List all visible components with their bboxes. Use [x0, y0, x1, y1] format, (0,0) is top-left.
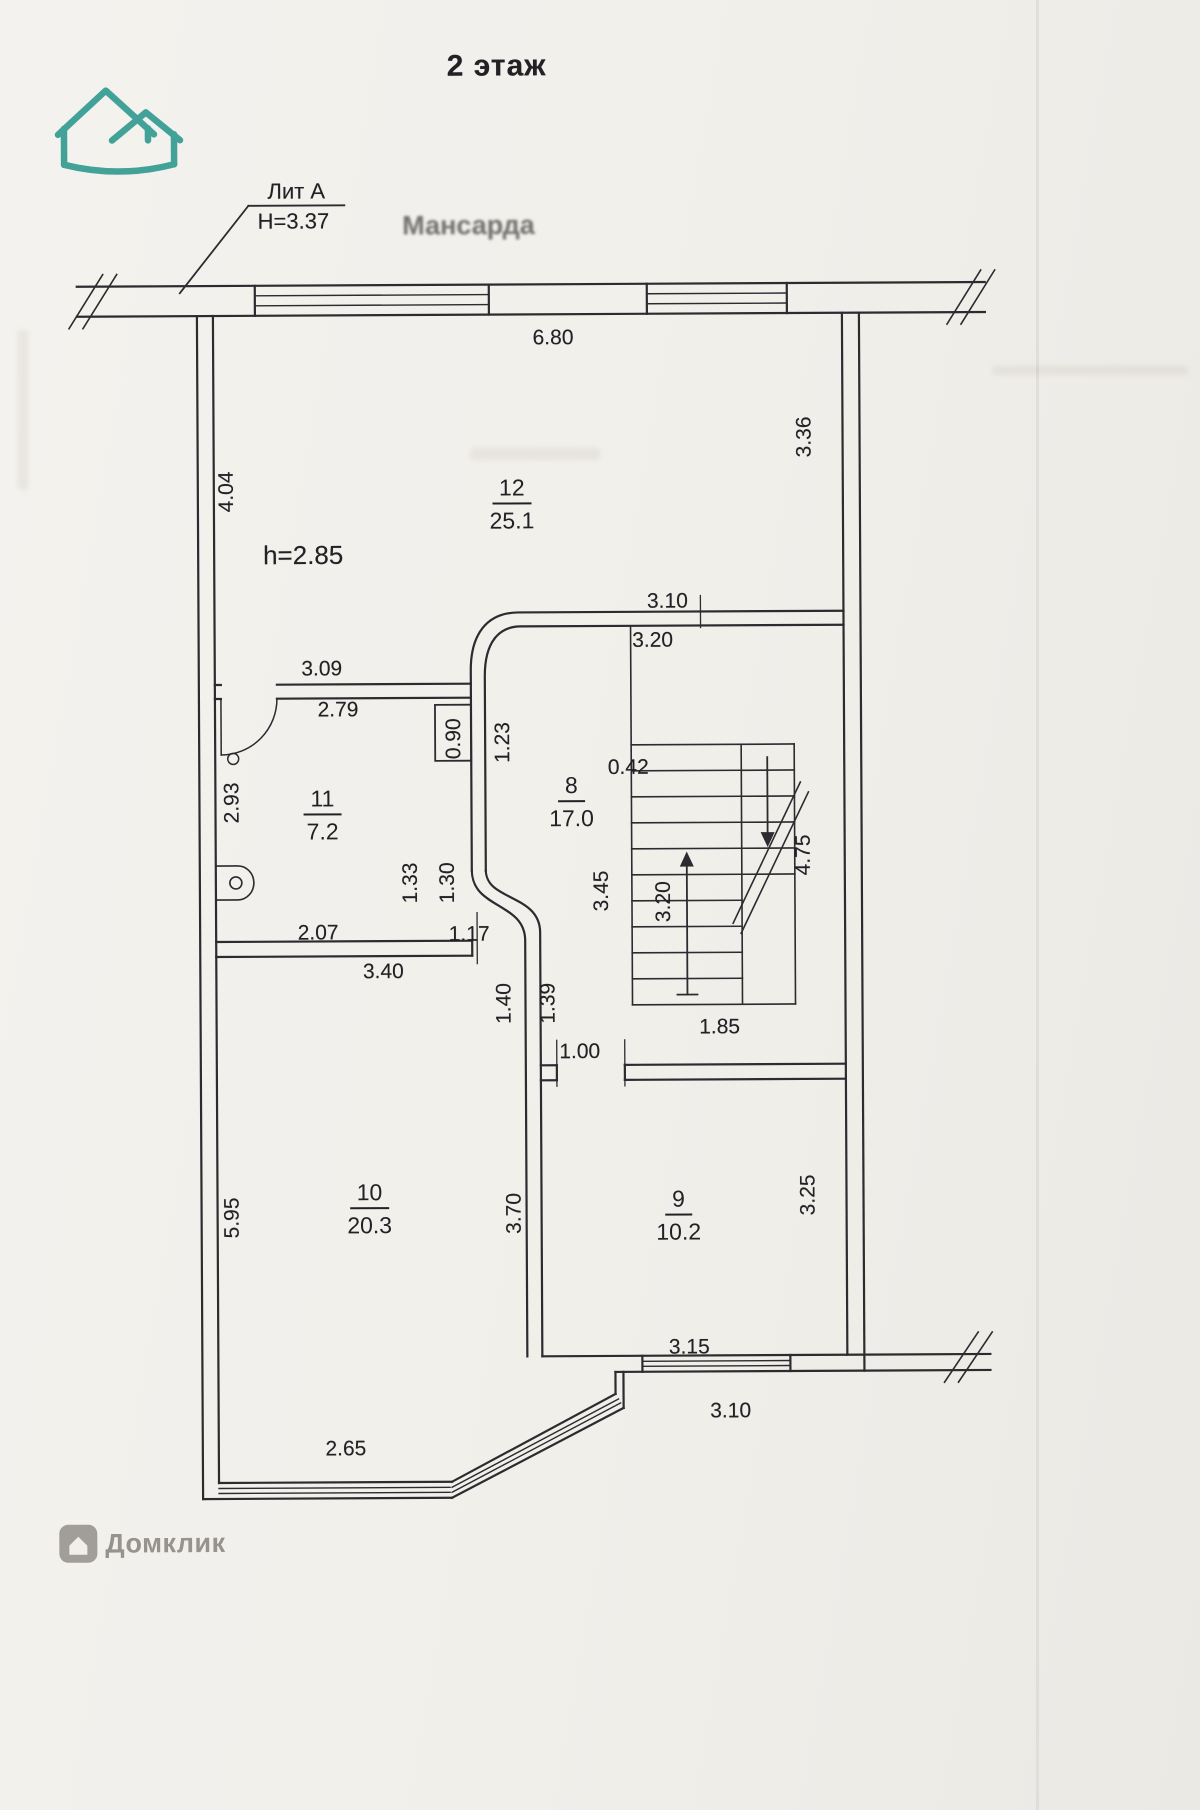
room11-bottom-wall — [215, 911, 478, 965]
bottom-left-wall — [201, 1480, 454, 1501]
room-number: 9 — [665, 1185, 693, 1216]
dim-shaft-w: 0.90 — [442, 718, 466, 760]
room-label-10: 10 20.3 — [347, 1179, 392, 1239]
room11-door-arc — [220, 697, 278, 766]
room-area: 25.1 — [489, 507, 535, 534]
dim-stair-landing: 1.85 — [699, 1015, 741, 1039]
room-label-12: 12 25.1 — [489, 474, 534, 534]
dim-door-r10: 1.17 — [448, 922, 490, 946]
top-wall — [75, 280, 987, 318]
room-label-11: 11 7.2 — [303, 785, 342, 845]
dim-niche-a: 1.33 — [398, 862, 422, 904]
paper-fold-line — [1036, 0, 1039, 1810]
dim-r11-bottom-below: 3.40 — [362, 960, 404, 984]
dim-r11-left: 2.93 — [220, 782, 244, 824]
liter-height-label: Н=3.37 — [257, 208, 330, 234]
ceiling-height-note: h=2.85 — [262, 539, 344, 571]
stair-down-arrow — [760, 756, 775, 848]
dim-r11-top-above: 3.09 — [301, 657, 343, 681]
dim-r10-left: 5.95 — [220, 1197, 244, 1239]
dim-r11-top-below: 2.79 — [317, 698, 359, 722]
liter-label: Лит А — [267, 178, 326, 204]
right-wall — [840, 311, 866, 1372]
center-partition-wall — [470, 869, 544, 1358]
dim-door-r9: 1.00 — [559, 1040, 601, 1064]
dim-r10-bottom: 2.65 — [325, 1437, 367, 1461]
bleed-smudge — [992, 366, 1188, 375]
dim-r10-right: 3.70 — [502, 1192, 526, 1234]
agency-logo-icon — [54, 87, 184, 175]
dim-r12-left: 4.04 — [214, 471, 238, 513]
room-area: 17.0 — [549, 805, 594, 832]
dim-r11-bottom-above: 2.07 — [297, 921, 339, 945]
room-number: 11 — [303, 785, 342, 816]
dim-r9-bottom-below: 3.10 — [710, 1399, 752, 1423]
domclick-watermark-icon — [59, 1524, 98, 1563]
room-number: 8 — [557, 772, 585, 803]
dim-r12-bottom-above: 3.10 — [646, 589, 688, 613]
dim-top-width: 6.80 — [532, 326, 574, 350]
staircase — [629, 625, 810, 1006]
room-area: 10.2 — [656, 1218, 702, 1245]
bleed-smudge — [18, 330, 28, 490]
bleed-smudge — [470, 448, 600, 460]
room11-top-wall — [213, 682, 473, 701]
bay-window-wall — [450, 1370, 626, 1500]
wall-break-marks — [67, 268, 996, 1384]
dim-r12-bottom-below: 3.20 — [632, 628, 674, 652]
room12-bottom-wall — [469, 594, 845, 872]
room-number: 10 — [349, 1179, 390, 1210]
stair-up-arrow — [676, 851, 699, 996]
room-area: 20.3 — [347, 1212, 393, 1239]
dim-hall-b: 3.20 — [651, 881, 676, 923]
room9-top-wall — [539, 1039, 848, 1087]
dim-hall-a: 3.45 — [589, 870, 614, 912]
room-area: 7.2 — [306, 818, 339, 845]
page-title: 2 этаж — [446, 49, 547, 83]
dim-r9-right: 3.25 — [796, 1174, 820, 1216]
dim-r9-bottom-above: 3.15 — [668, 1335, 710, 1359]
liter-leader-line — [178, 204, 346, 295]
dim-stair-top-gap: 0.42 — [607, 755, 649, 779]
room-label-9: 9 10.2 — [656, 1185, 701, 1245]
dim-shaft-h: 1.23 — [491, 722, 515, 764]
dim-passage-right: 1.39 — [536, 982, 560, 1024]
sink-fixture — [214, 865, 255, 901]
room-label-8: 8 17.0 — [549, 772, 594, 832]
room9-bottom-wall — [541, 1352, 992, 1374]
watermark-brand-text: Домклик — [105, 1527, 226, 1559]
dim-passage-left: 1.40 — [492, 983, 516, 1025]
room-number: 12 — [491, 474, 532, 505]
dim-r12-right: 3.36 — [792, 416, 816, 458]
duct-shaft — [434, 703, 473, 762]
domclick-watermark: Домклик — [105, 1528, 225, 1560]
dim-niche-b: 1.30 — [435, 862, 459, 904]
dim-stair-length: 4.75 — [791, 834, 815, 876]
